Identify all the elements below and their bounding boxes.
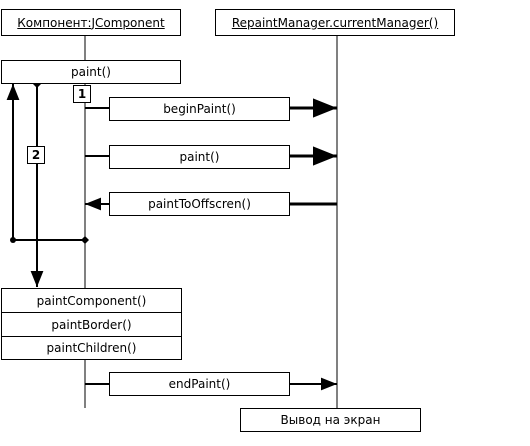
paint-main-label: paint() xyxy=(71,65,111,79)
paint-component-box: paintComponent() xyxy=(1,288,182,313)
paint-border-label: paintBorder() xyxy=(51,317,132,332)
paint-main-box: paint() xyxy=(1,60,181,84)
manager-header-label: RepaintManager.currentManager() xyxy=(231,15,439,30)
step-marker-2: 2 xyxy=(27,146,45,164)
begin-paint-box: beginPaint() xyxy=(109,97,290,121)
paint-call-label: paint() xyxy=(179,150,220,164)
begin-paint-label: beginPaint() xyxy=(163,102,236,116)
component-header: Компонент:JComponent xyxy=(1,9,181,36)
output-label: Вывод на экран xyxy=(280,413,381,427)
end-paint-box: endPaint() xyxy=(109,372,290,396)
loop-diamond-right xyxy=(81,236,89,244)
loop-dot-left xyxy=(10,237,16,243)
step-marker-1: 1 xyxy=(73,85,91,103)
paint-children-box: paintChildren() xyxy=(1,336,182,360)
paint-component-label: paintComponent() xyxy=(36,293,147,308)
paint-offscreen-box: paintToOffscren() xyxy=(109,192,290,216)
paint-offscreen-label: paintToOffscren() xyxy=(148,197,251,211)
manager-header: RepaintManager.currentManager() xyxy=(215,9,455,36)
end-paint-label: endPaint() xyxy=(168,377,231,391)
paint-call-box: paint() xyxy=(109,145,290,169)
paint-children-label: paintChildren() xyxy=(46,341,137,355)
output-box: Вывод на экран xyxy=(240,408,421,432)
paint-border-box: paintBorder() xyxy=(1,312,182,337)
component-header-label: Компонент:JComponent xyxy=(17,15,165,30)
